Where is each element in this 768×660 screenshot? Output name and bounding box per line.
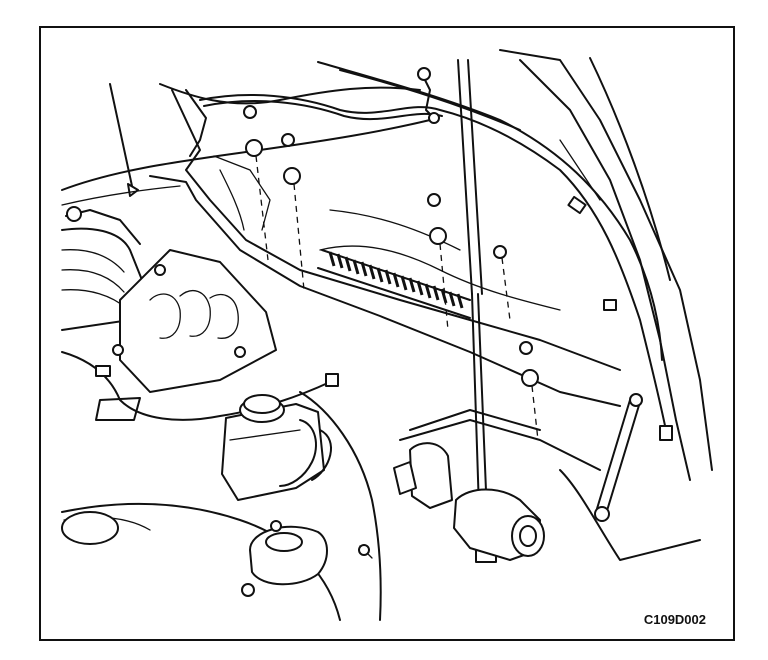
strut-tower [61,391,382,621]
diagram-frame [39,26,735,641]
screw-1 [243,105,269,261]
cowl-fastener-set [243,105,539,441]
figure-code: C109D002 [644,612,706,627]
hood [499,49,713,481]
washer-hose [199,67,673,441]
screw-5 [519,341,539,441]
screw-2 [281,133,305,291]
engine-cover [112,249,277,393]
wiper-linkage [559,393,701,561]
wiper-motor [393,409,601,561]
windshield-edge [317,61,663,361]
screw-4 [493,245,511,321]
screw-3 [427,193,449,331]
hood-gas-strut [457,59,497,563]
wire-harness [61,351,339,421]
grille-ribs [328,251,464,309]
coolant-reservoir [221,394,332,501]
cowl-grille [317,249,471,319]
